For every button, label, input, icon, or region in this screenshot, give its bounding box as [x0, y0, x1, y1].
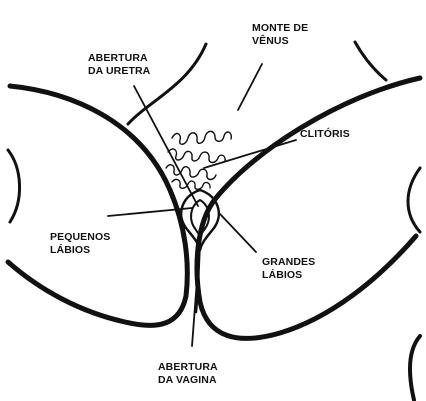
leader-grandes-labios	[220, 214, 256, 252]
right-lower-curve	[410, 336, 420, 400]
right-thigh-outline	[197, 78, 420, 338]
pubic-hair	[166, 131, 231, 189]
label-clitoris: CLITÓRIS	[300, 128, 350, 141]
label-pequenos-labios: PEQUENOS LÁBIOS	[50, 231, 110, 257]
right-edge-curve	[408, 168, 420, 232]
label-monte-de-venus: MONTE DE VÊNUS	[252, 22, 308, 48]
right-hip-line	[355, 42, 386, 80]
leader-monte-venus	[238, 64, 262, 110]
label-grandes-labios: GRANDES LÁBIOS	[262, 256, 315, 282]
label-abertura-da-uretra: ABERTURA DA URETRA	[88, 52, 150, 78]
label-abertura-da-vagina: ABERTURA DA VAGINA	[158, 361, 218, 387]
left-thigh-outline	[8, 86, 187, 325]
left-edge-curve	[8, 150, 20, 222]
